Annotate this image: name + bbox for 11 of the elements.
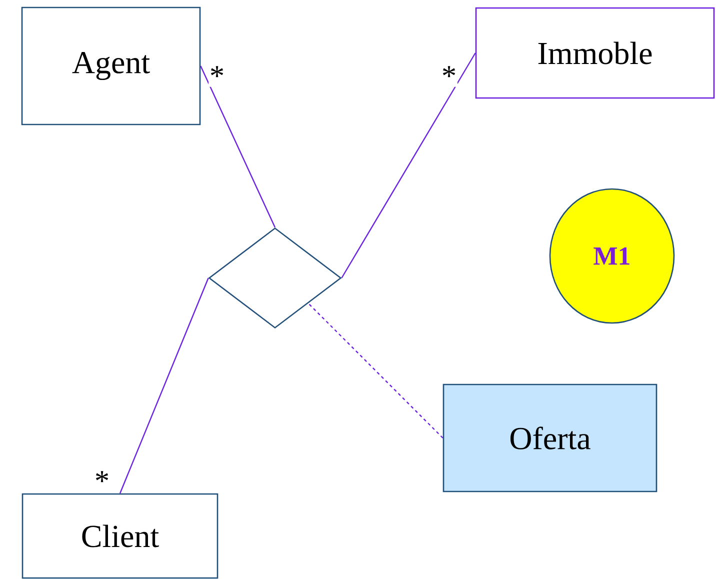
class-box: Immoble <box>475 7 715 99</box>
multiplicity-label: * <box>94 470 110 492</box>
class-box: Oferta <box>442 384 658 492</box>
connector-line <box>341 52 476 278</box>
connector-line <box>119 278 209 494</box>
multiplicity-label: * <box>208 65 226 87</box>
multiplicity-label: * <box>440 65 458 87</box>
connector-line <box>308 302 444 438</box>
class-box: Agent <box>21 6 201 126</box>
class-box: Client <box>22 493 218 579</box>
connector-line <box>200 66 276 228</box>
